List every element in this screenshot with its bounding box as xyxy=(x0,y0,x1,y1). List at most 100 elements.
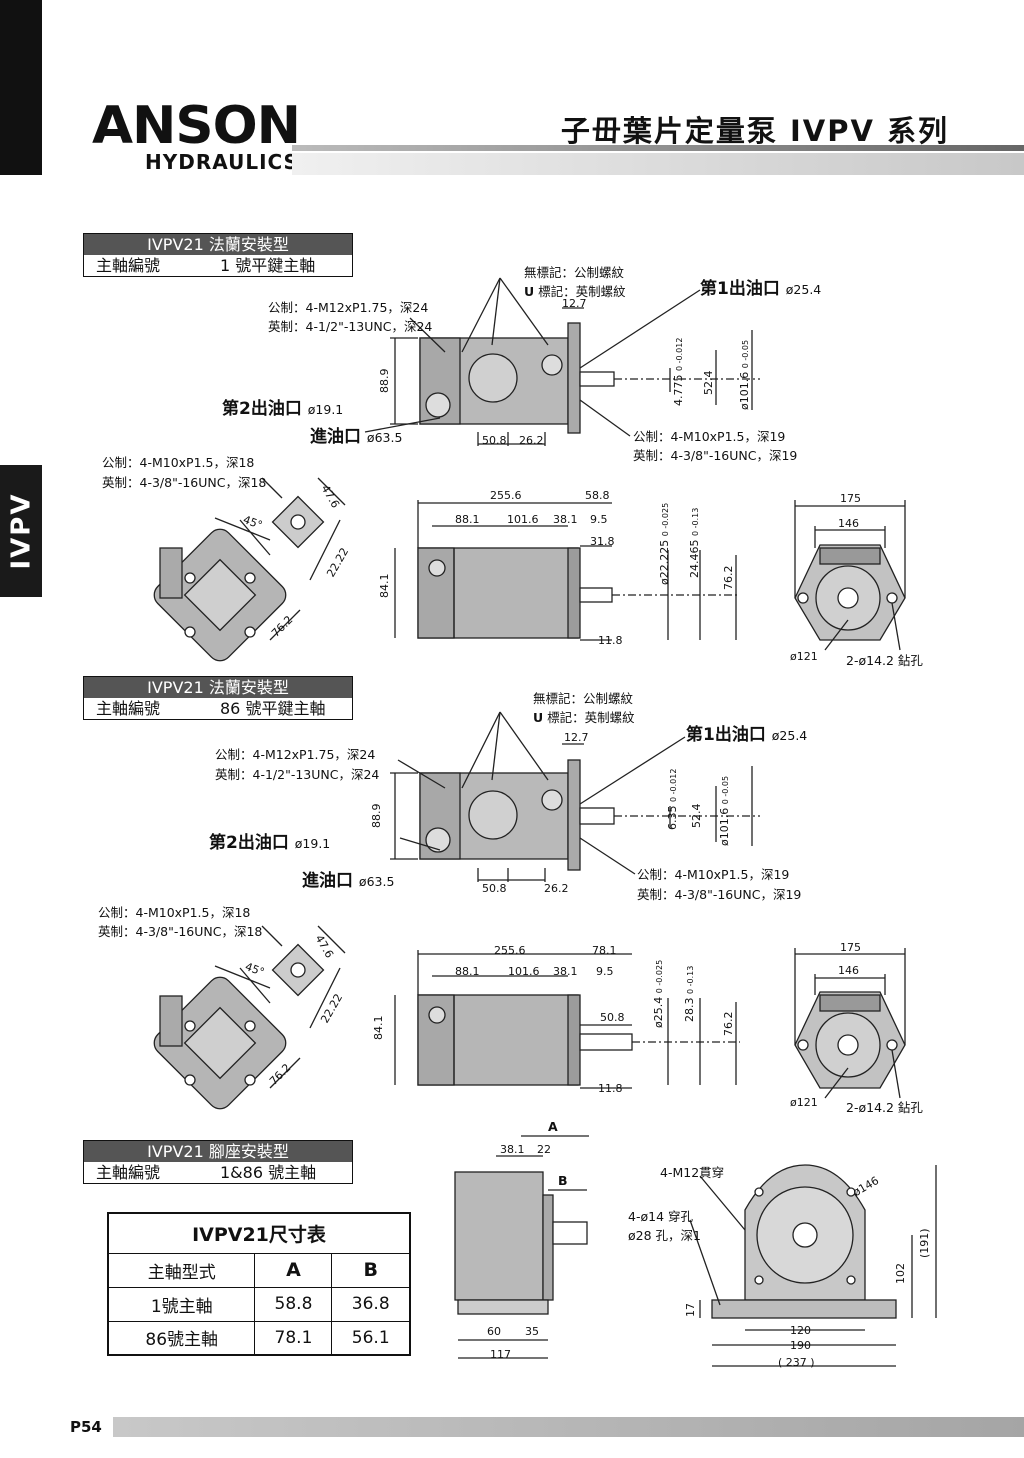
dim-255-6-1: 255.6 xyxy=(490,489,522,502)
dim-11-8-2: 11.8 xyxy=(598,1082,623,1095)
table-row: 1號主軸 58.8 36.8 xyxy=(107,1286,411,1322)
dim-pilot-1: ø101.6 0 -0.05 xyxy=(738,339,751,410)
dim-shaft-2: ø25.4 0 -0.025 xyxy=(652,959,665,1028)
label-m10b-inch-2: 英制：4-3/8"-16UNC，深18 xyxy=(98,924,263,939)
dim-28-3-2: 28.3 0 -0.13 xyxy=(683,965,696,1022)
dim-50-8-1: 50.8 xyxy=(482,434,507,447)
dim-12-7-2: 12.7 xyxy=(564,731,589,744)
dim-88-9-1: 88.9 xyxy=(378,368,391,394)
label-14-holes: 4-ø14 穿孔 xyxy=(628,1209,693,1224)
footer-bar xyxy=(113,1417,1024,1437)
dim-88-1-2: 88.1 xyxy=(455,965,480,978)
dim-52-4-2: 52.4 xyxy=(690,803,703,829)
dim-146-1: 146 xyxy=(838,517,859,530)
dim-84-1-1: 84.1 xyxy=(378,573,391,599)
brand-logo: ANSON xyxy=(92,96,301,156)
label-out1-2: 第1出油口 ø25.4 xyxy=(686,725,808,745)
dim-9-5-2: 9.5 xyxy=(596,965,614,978)
dim-A: A xyxy=(548,1119,558,1134)
dim-190-foot: 190 xyxy=(790,1339,811,1352)
label-m12-inch-2: 英制：4-1/2"-13UNC，深24 xyxy=(215,767,380,782)
dim-key-2: 6.35 0 -0.012 xyxy=(666,768,679,830)
dim-22-foot: 22 xyxy=(537,1143,551,1156)
label-out2-2: 第2出油口 ø19.1 xyxy=(209,833,331,853)
dim-pilot-2: ø101.6 0 -0.05 xyxy=(718,775,731,846)
sidebar-black-bar xyxy=(0,0,42,175)
dim-shaft-1: ø22.225 0 -0.025 xyxy=(658,502,671,585)
label-m12-inch-1: 英制：4-1/2"-13UNC，深24 xyxy=(268,319,433,334)
label-28-hole: ø28 孔，深1 xyxy=(628,1228,701,1243)
dim-17-foot: 17 xyxy=(684,1303,697,1317)
label-m10b-inch-1: 英制：4-3/8"-16UNC，深18 xyxy=(102,475,267,490)
dim-50-8b-2: 50.8 xyxy=(600,1011,625,1024)
table-header: A xyxy=(254,1252,333,1288)
label-no-mark-2: 無標記：公制螺紋 xyxy=(533,691,634,706)
label-holes-2: 2-ø14.2 鉆孔 xyxy=(846,1100,923,1115)
table-row: 86號主軸 78.1 56.1 xyxy=(107,1320,411,1356)
dim-255-6-2: 255.6 xyxy=(494,944,526,957)
table-header: 主軸型式 xyxy=(107,1252,256,1288)
label-m10-metric-2: 公制：4-M10xP1.5，深19 xyxy=(637,867,790,882)
dim-175-2: 175 xyxy=(840,941,861,954)
side-tab: IVPV xyxy=(0,465,42,597)
dim-88-9-2: 88.9 xyxy=(370,803,383,829)
label-inlet-1: 進油口 ø63.5 xyxy=(310,427,403,447)
dim-B: B xyxy=(558,1173,568,1188)
dim-146-2: 146 xyxy=(838,964,859,977)
dim-237-foot: ( 237 ) xyxy=(778,1356,815,1369)
label-out1-1: 第1出油口 ø25.4 xyxy=(700,279,822,299)
dim-key-1: 4.775 0 -0.012 xyxy=(672,337,685,406)
label-out2-1: 第2出油口 ø19.1 xyxy=(222,399,344,419)
brand-sub: HYDRAULICS xyxy=(145,150,299,174)
label-no-mark-1: 無標記：公制螺紋 xyxy=(524,265,625,280)
dim-76-2-front-1: 76.2 xyxy=(722,565,735,591)
table-caption: IVPV21尺寸表 xyxy=(107,1212,411,1254)
dim-191-foot: (191) xyxy=(918,1228,931,1258)
dim-78-1-2: 78.1 xyxy=(592,944,617,957)
label-m12-metric-1: 公制：4-M12xP1.75，深24 xyxy=(268,300,429,315)
dim-52-4-1: 52.4 xyxy=(702,370,715,396)
dim-88-1-1: 88.1 xyxy=(455,513,480,526)
label-u-mark-1: U 標記：英制螺紋 xyxy=(524,284,626,299)
dim-12-7-1: 12.7 xyxy=(562,297,587,310)
dim-26-2-1: 26.2 xyxy=(519,434,544,447)
dim-26-2-2: 26.2 xyxy=(544,882,569,895)
dim-120-foot: 120 xyxy=(790,1324,811,1337)
label-m12-metric-2: 公制：4-M12xP1.75，深24 xyxy=(215,747,376,762)
dim-60-foot: 60 xyxy=(487,1325,501,1338)
dim-121-1: ø121 xyxy=(790,650,818,663)
label-inlet-2: 進油口 ø63.5 xyxy=(302,871,395,891)
dim-101-6-2: 101.6 xyxy=(508,965,540,978)
header-gradient xyxy=(292,153,1024,175)
header-rule xyxy=(292,145,1024,151)
dim-38-1-foot: 38.1 xyxy=(500,1143,525,1156)
dim-58-8-1: 58.8 xyxy=(585,489,610,502)
label-m10-inch-1: 英制：4-3/8"-16UNC，深19 xyxy=(633,448,798,463)
dim-50-8-2: 50.8 xyxy=(482,882,507,895)
label-m10b-metric-1: 公制：4-M10xP1.5，深18 xyxy=(102,455,255,470)
dim-121-2: ø121 xyxy=(790,1096,818,1109)
label-m10b-metric-2: 公制：4-M10xP1.5，深18 xyxy=(98,905,251,920)
dim-9-5-1: 9.5 xyxy=(590,513,608,526)
dim-101-6-1: 101.6 xyxy=(507,513,539,526)
dim-38-1-1: 38.1 xyxy=(553,513,578,526)
dim-24-465-1: 24.465 0 -0.13 xyxy=(688,507,701,578)
dim-31-8-1: 31.8 xyxy=(590,535,615,548)
dim-117-foot: 117 xyxy=(490,1348,511,1361)
label-m12-through: 4-M12貫穿 xyxy=(660,1165,725,1180)
page-number: P54 xyxy=(70,1418,102,1436)
dim-35-foot: 35 xyxy=(525,1325,539,1338)
dim-102-foot: 102 xyxy=(894,1263,907,1284)
label-m10-metric-1: 公制：4-M10xP1.5，深19 xyxy=(633,429,786,444)
dimension-table: IVPV21尺寸表 主軸型式 A B 1號主軸 58.8 36.8 86號主軸 … xyxy=(107,1212,411,1356)
dim-38-1-2: 38.1 xyxy=(553,965,578,978)
page-title: 子毌葉片定量泵 IVPV 系列 xyxy=(560,114,949,148)
dim-11-8-1: 11.8 xyxy=(598,634,623,647)
dim-175-1: 175 xyxy=(840,492,861,505)
label-holes-1: 2-ø14.2 鉆孔 xyxy=(846,653,923,668)
label-u-mark-2: U 標記：英制螺紋 xyxy=(533,710,635,725)
